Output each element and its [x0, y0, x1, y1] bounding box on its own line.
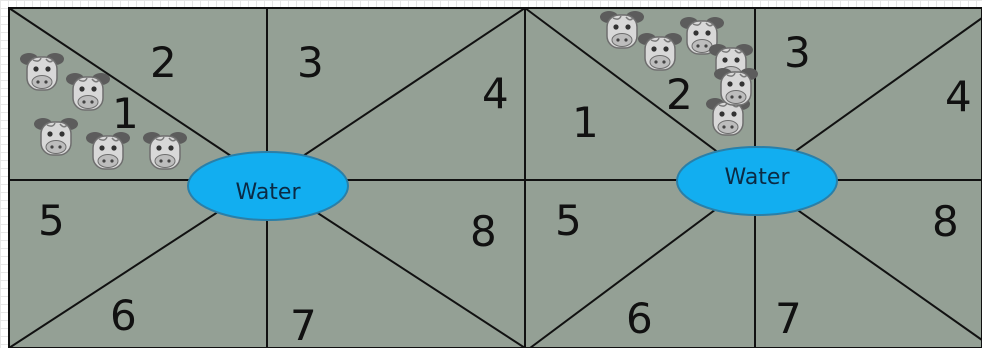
- paddock-2-section-3: 3: [784, 28, 811, 77]
- paddock-2: 1 2 3 4 5 6 7 8 Water: [525, 8, 982, 348]
- paddock-2-section-1: 1: [572, 98, 599, 147]
- paddock-1-section-8: 8: [470, 207, 497, 256]
- paddock-1-section-7: 7: [290, 301, 317, 348]
- paddock-1-water-label: Water: [235, 180, 301, 205]
- paddock-2-section-6: 6: [626, 294, 653, 343]
- paddock-2-section-8: 8: [932, 197, 959, 246]
- paddock-1-section-6: 6: [110, 291, 137, 340]
- paddock-1-section-3: 3: [297, 38, 324, 87]
- paddock-1: 1 2 3 4 5 6 7 8 Water: [9, 8, 525, 348]
- paddock-2-water-trough: Water: [677, 147, 837, 215]
- paddock-2-water-label: Water: [724, 165, 790, 190]
- paddock-2-section-7: 7: [775, 294, 802, 343]
- paddock-2-section-2: 2: [666, 70, 693, 119]
- paddock-1-water-trough: Water: [188, 152, 348, 220]
- paddock-2-section-5: 5: [555, 196, 582, 245]
- paddock-2-section-4: 4: [945, 72, 972, 121]
- paddock-1-section-5: 5: [38, 196, 65, 245]
- paddock-1-section-1: 1: [112, 89, 139, 138]
- paddock-1-section-2: 2: [150, 38, 177, 87]
- paddock-1-section-4: 4: [482, 69, 509, 118]
